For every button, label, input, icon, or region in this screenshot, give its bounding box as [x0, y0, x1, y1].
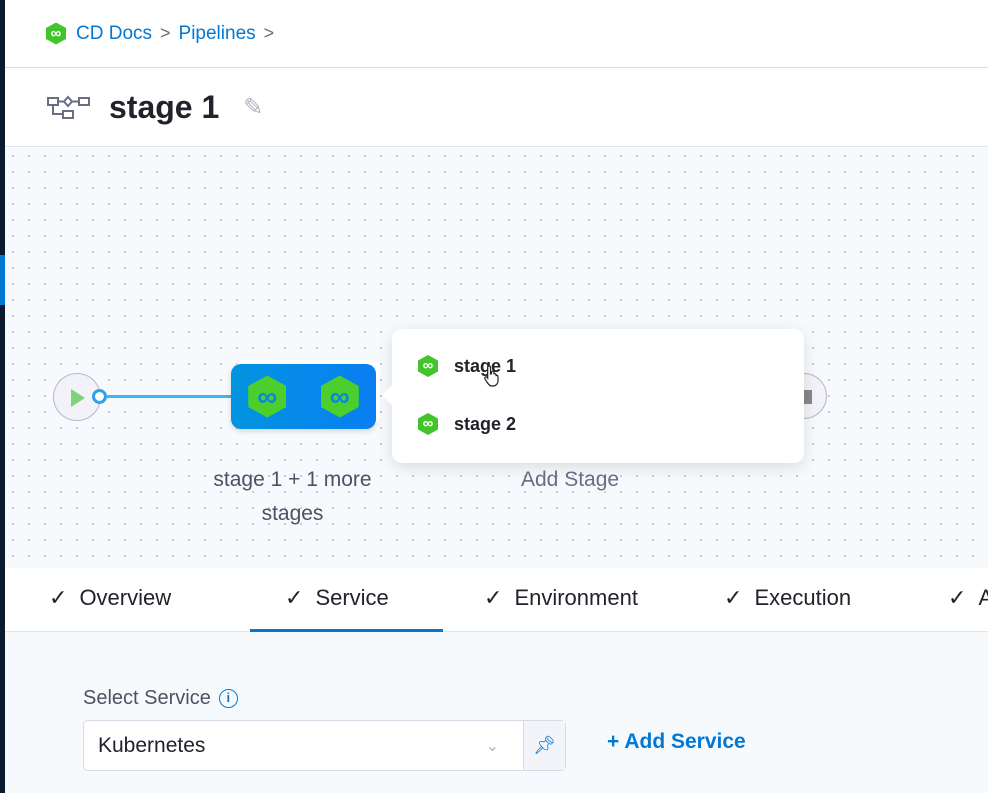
pin-icon[interactable]: 📌︎ [523, 721, 565, 770]
cd-module-icon [46, 22, 66, 45]
hand-cursor-icon [484, 365, 499, 387]
stop-icon [804, 390, 812, 404]
add-stage-button[interactable]: Add Stage [521, 468, 620, 491]
tab-label: Environment [514, 585, 638, 610]
tab-label: Execution [754, 585, 852, 610]
tab-execution[interactable]: ✓ Execution [724, 585, 851, 611]
check-icon: ✓ [948, 585, 967, 610]
popover-stage-item[interactable]: stage 2 [418, 413, 516, 435]
stage-group-popover: stage 1 stage 2 [382, 329, 804, 463]
pipeline-canvas[interactable]: stage 1 + 1 more stages Add Stage stage … [5, 148, 988, 568]
left-nav-active-indicator [0, 255, 5, 305]
deploy-stage-icon [248, 375, 287, 418]
stage-group-label: stage 1 + 1 more stages [213, 468, 372, 525]
stage-name: stage 2 [454, 413, 517, 434]
breadcrumb: CD Docs > Pipelines > [5, 0, 988, 68]
chevron-down-icon[interactable]: ⌄ [485, 737, 499, 755]
service-select[interactable]: Kubernetes ⌄ 📌︎ [83, 720, 566, 771]
stage-name: stage 1 [454, 355, 517, 376]
breadcrumb-pipelines[interactable]: Pipelines [178, 22, 256, 44]
deploy-stage-icon [418, 413, 438, 435]
connector-line [106, 395, 232, 398]
tab-advanced[interactable]: ✓A [948, 585, 988, 611]
left-nav-strip [0, 0, 5, 793]
tab-service[interactable]: ✓ Service [285, 585, 389, 611]
stage-group-node[interactable] [231, 364, 376, 429]
tab-label: A [978, 585, 988, 610]
select-service-label: Select Service i [83, 687, 238, 710]
tab-overview[interactable]: ✓ Overview [49, 585, 171, 611]
active-tab-indicator [250, 629, 443, 632]
pencil-icon[interactable]: ✎ [243, 94, 264, 121]
popover-stage-item[interactable]: stage 1 [418, 355, 516, 377]
breadcrumb-cd-docs[interactable]: CD Docs [76, 22, 153, 44]
check-icon: ✓ [484, 585, 503, 610]
connector-port[interactable] [92, 389, 107, 404]
tab-label: Service [315, 585, 389, 610]
selected-service: Kubernetes [98, 733, 206, 757]
page-header: stage 1 ✎ [5, 69, 988, 147]
stage-tabs: ✓ Overview ✓ Service ✓ Environment ✓ Executi… [5, 568, 988, 632]
deploy-stage-icon [418, 355, 438, 377]
check-icon: ✓ [49, 585, 68, 610]
add-service-label: Add Service [624, 730, 746, 753]
deploy-stage-icon [320, 375, 359, 418]
info-icon[interactable]: i [218, 689, 238, 708]
label-text: Select Service [83, 687, 211, 709]
pipeline-flow-icon [47, 94, 90, 119]
plus-icon: + [607, 730, 625, 753]
add-service-button[interactable]: + Add Service [607, 730, 746, 754]
breadcrumb-separator: > [263, 23, 275, 43]
breadcrumb-separator: > [160, 23, 171, 43]
page-title: stage 1 [109, 89, 220, 125]
tab-environment[interactable]: ✓ Environment [484, 585, 638, 611]
check-icon: ✓ [285, 585, 304, 610]
check-icon: ✓ [724, 585, 743, 610]
service-panel: Select Service i Kubernetes ⌄ 📌︎ + Add Ser… [5, 632, 988, 793]
tab-label: Overview [79, 585, 172, 610]
play-icon [71, 389, 85, 407]
